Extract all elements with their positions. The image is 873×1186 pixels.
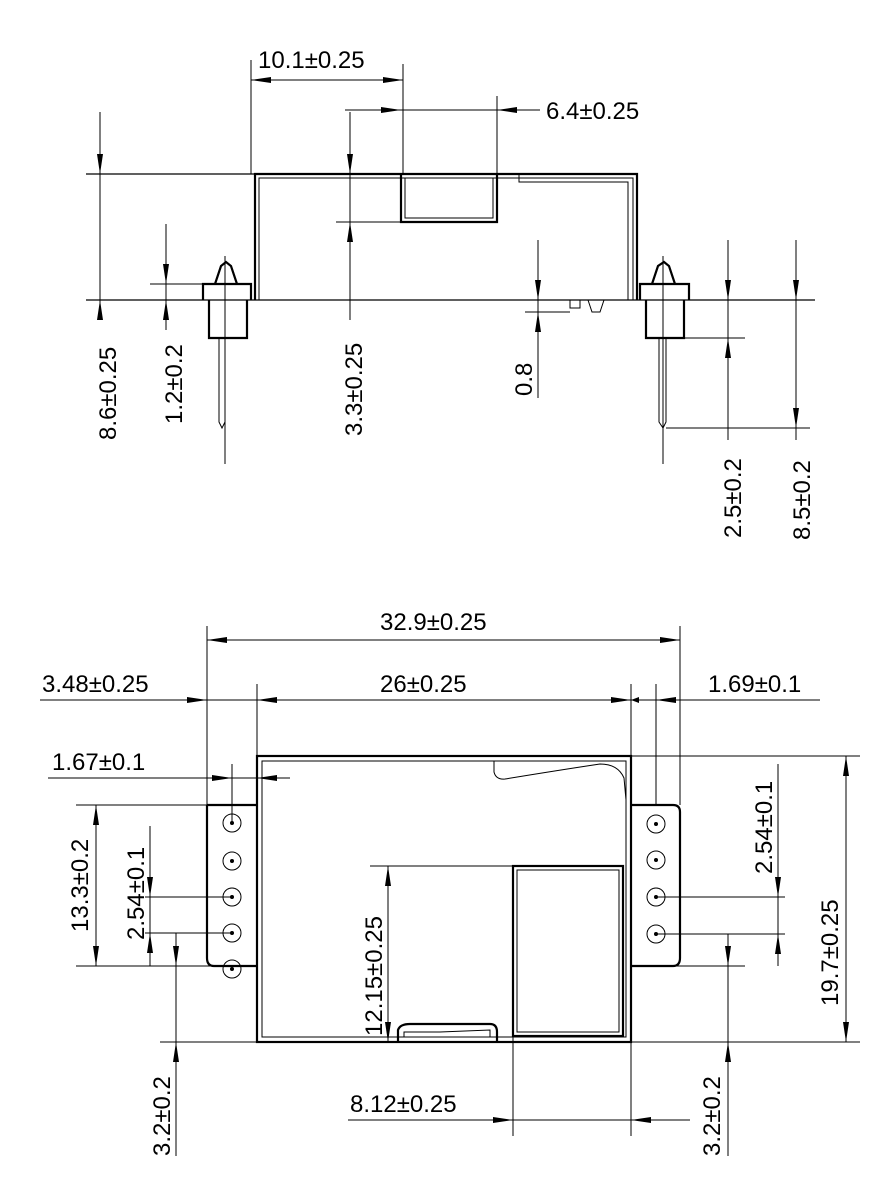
dim-left-pitch: 2.54±0.1 — [123, 826, 232, 966]
dim-label-pin-total: 8.5±0.2 — [789, 460, 816, 540]
dim-pin-total: 8.5±0.2 — [666, 240, 816, 540]
dim-label-right-bottom: 3.2±0.2 — [699, 1076, 726, 1156]
right-pin-side — [638, 256, 691, 464]
dim-label-overall-height: 19.7±0.25 — [817, 899, 844, 1006]
dim-right-bottom: 3.2±0.2 — [656, 933, 740, 1156]
dim-sensor-height: 12.15±0.25 — [361, 865, 513, 1042]
dim-right-pitch: 2.54±0.1 — [656, 764, 785, 966]
top-view: 32.9±0.25 3.48±0.25 26±0.25 1.69±0.1 1.6… — [40, 609, 860, 1156]
module-body-side — [253, 172, 639, 313]
dim-label-left-bottom: 3.2±0.2 — [149, 1076, 176, 1156]
dim-top-width: 10.1±0.25 — [250, 47, 404, 174]
dim-label-top-width: 10.1±0.25 — [258, 47, 365, 74]
dim-label-sensor-width: 8.12±0.25 — [350, 1091, 457, 1118]
dim-label-standoff: 0.8 — [511, 363, 538, 396]
right-pin-header — [631, 803, 682, 968]
dim-label-sensor-height: 12.15±0.25 — [361, 916, 388, 1036]
left-pin-header — [205, 803, 257, 979]
dim-overall-height: 19.7±0.25 — [631, 755, 860, 1043]
dim-window-height: 3.3±0.25 — [336, 112, 401, 436]
dim-window-width: 6.4±0.25 — [345, 96, 639, 174]
dim-label-left-header-height: 13.3±0.2 — [67, 839, 94, 932]
left-pin-side — [201, 256, 253, 464]
dim-left-pin-edge: 1.67±0.1 — [48, 749, 290, 823]
dim-pin-collar: 1.2±0.2 — [150, 224, 203, 424]
dim-label-total-height: 8.6±0.25 — [95, 347, 122, 440]
dim-label-left-pin-edge: 1.67±0.1 — [52, 749, 145, 776]
dim-label-right-pitch: 2.54±0.1 — [751, 781, 778, 874]
dim-label-left-pitch: 2.54±0.1 — [123, 847, 150, 940]
dim-left-header-height: 13.3±0.2 — [67, 804, 257, 967]
dim-label-pin-collar: 1.2±0.2 — [161, 344, 188, 424]
dim-label-right-pin-offset: 1.69±0.1 — [708, 671, 801, 698]
dim-total-height: 8.6±0.25 — [95, 112, 122, 440]
dim-left-bottom: 3.2±0.2 — [149, 932, 232, 1156]
dim-pin-below-collar: 2.5±0.2 — [684, 240, 747, 538]
dim-label-pin-below-collar: 2.5±0.2 — [720, 458, 747, 538]
dim-label-overall-width: 32.9±0.25 — [380, 609, 487, 636]
dim-label-window-height: 3.3±0.25 — [341, 343, 368, 436]
side-view: 10.1±0.25 6.4±0.25 8.6±0.25 1.2±0.2 — [86, 47, 816, 540]
dim-label-left-pin-offset: 3.48±0.25 — [42, 671, 149, 698]
dim-label-body-width: 26±0.25 — [380, 671, 467, 698]
dim-body-width: 3.48±0.25 26±0.25 1.69±0.1 — [40, 671, 820, 805]
dim-label-window-width: 6.4±0.25 — [546, 98, 639, 125]
dim-sensor-width: 8.12±0.25 — [348, 1036, 690, 1136]
dim-overall-width: 32.9±0.25 — [206, 609, 681, 805]
module-body-top — [255, 754, 633, 1044]
dim-standoff: 0.8 — [511, 240, 570, 398]
